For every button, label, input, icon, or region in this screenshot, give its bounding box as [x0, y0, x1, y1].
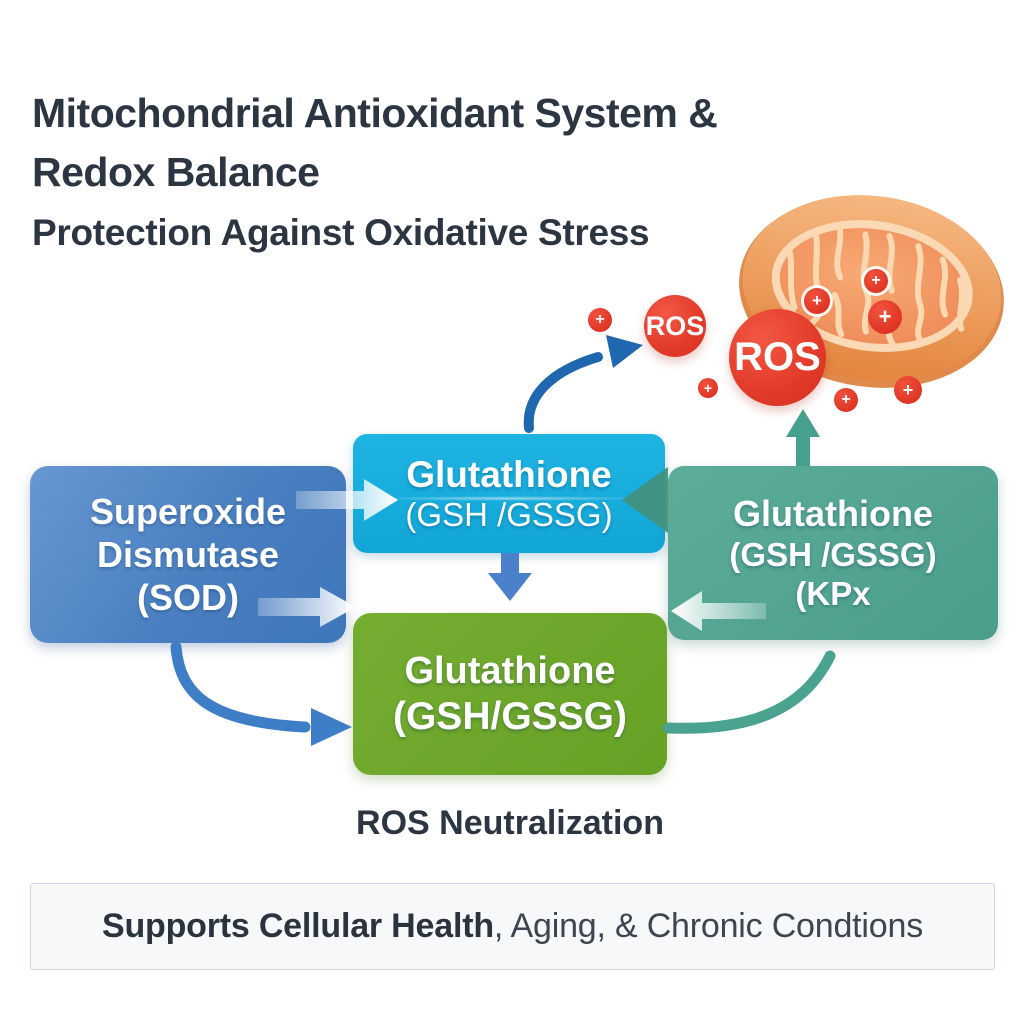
ros-particle-icon: + [834, 388, 858, 412]
gsh-top-line2: (GSH /GSSG) [405, 495, 613, 533]
glutathione-peroxidase-box: Glutathione (GSH /GSSG) (KPx [668, 466, 998, 640]
sod-box-line2: Dismutase [96, 534, 280, 575]
ros-particle-icon: + [804, 288, 830, 314]
ros-particle-icon: + [864, 269, 888, 293]
gpx-line2: (GSH /GSSG) [729, 536, 937, 573]
ros-particle-icon: + [894, 376, 922, 404]
gpx-line1: Glutathione [733, 493, 933, 534]
sod-box-line3: (SOD) [137, 577, 239, 618]
ros-neutralization-box: Glutathione (GSH/GSSG) [353, 613, 667, 775]
arrow-gsh-to-ros-icon [523, 335, 643, 433]
ros-particle-icon: + [588, 308, 612, 332]
page-title: Mitochondrial Antioxidant System & Redox… [32, 84, 718, 202]
ros-medium-label: ROS [645, 310, 705, 341]
gpx-line3: (KPx [795, 575, 871, 612]
ros-neutralization-caption: ROS Neutralization [356, 804, 664, 842]
arrow-gpx-up-to-ros-icon [786, 409, 820, 466]
benefits-banner: Supports Cellular Health, Aging, & Chron… [30, 883, 995, 970]
neutralize-line2: (GSH/GSSG) [392, 695, 628, 738]
ros-bubble-large: ROS [729, 309, 826, 406]
subtitle-emphasis: Oxidative Stress [364, 212, 650, 253]
sod-enzyme-box: Superoxide Dismutase (SOD) [30, 466, 346, 643]
curve-neutralize-to-gpx-icon [662, 650, 836, 734]
ros-particle-icon: + [868, 300, 902, 334]
glutathione-cycle-box: Glutathione (GSH /GSSG) [353, 434, 665, 553]
ros-particle-icon: + [698, 378, 718, 398]
title-line-1: Mitochondrial Antioxidant System & [32, 90, 718, 136]
title-line-2: Redox Balance [32, 149, 320, 195]
arrow-gsh-down-icon [488, 553, 532, 601]
ros-bubble-medium: ROS [644, 295, 706, 357]
banner-regular-text: , Aging, & Chronic Condtions [493, 907, 924, 945]
subtitle-lead: Protection Against [32, 212, 365, 253]
gloss-highlight [371, 495, 647, 501]
gsh-top-line1: Glutathione [406, 453, 612, 495]
sod-box-line1: Superoxide [89, 491, 287, 532]
arrow-sod-curve-to-neutralize-icon [170, 641, 352, 746]
banner-bold-text: Supports Cellular Health [101, 907, 494, 945]
ros-large-label: ROS [734, 335, 821, 379]
page-subtitle: Protection Against Oxidative Stress [32, 212, 650, 254]
neutralize-line1: Glutathione [404, 650, 616, 692]
